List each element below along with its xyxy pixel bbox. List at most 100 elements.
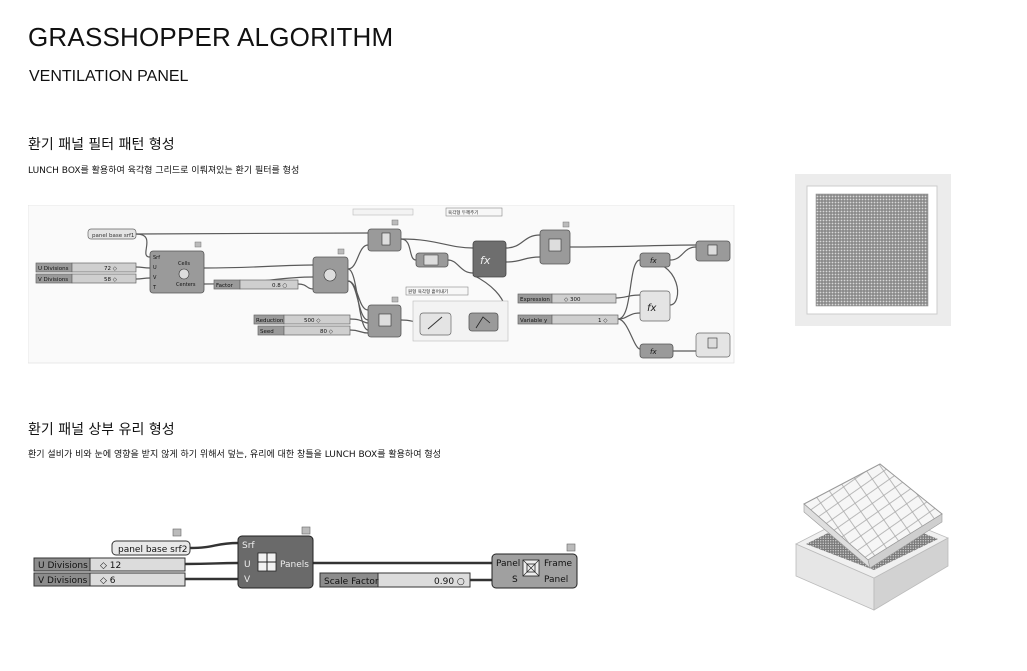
scatter-component[interactable] [419,312,452,336]
surface-param[interactable]: panel base srf1 [87,228,137,240]
reduction-label: Reduction [256,318,284,324]
section1-description: LUNCH BOX를 활용하여 육각형 그리드로 이뤄져있는 환기 필터를 형성 [28,166,300,176]
preview-icon [391,219,399,226]
surface-param-label: panel base srf2 [118,545,187,555]
preview-icon [194,241,202,248]
rect-panels-component[interactable]: Srf U V Panels [237,526,314,589]
u-divisions-value: ◇ 12 [100,561,121,571]
fx-component-lower[interactable]: fx [639,343,674,359]
cells-in-u: U [153,265,157,271]
variable-slider[interactable]: Variable y 1 ◇ [517,314,619,325]
cells-in-t: T [152,285,157,291]
fx-icon: fx [480,254,491,267]
reduction-slider[interactable]: Reduction 500 ◇ [253,314,351,325]
reduction-value: 500 ◇ [304,318,321,324]
frame-in-s: S [512,575,518,585]
seed-label: Seed [260,329,274,335]
graph-icon [423,254,439,266]
scale-icon [323,268,337,282]
u-divisions-slider[interactable]: U Divisions 72 ◇ [35,262,137,273]
grasshopper-canvas-filter[interactable]: panel base srf1 U Divisions 72 ◇ V Divis… [28,205,738,365]
expression-param[interactable]: Expression ◇ 300 [517,293,617,304]
curve-component[interactable] [468,312,499,332]
preview-icon [566,543,576,552]
page-title: GRASSHOPPER ALGORITHM [28,22,394,52]
scale-factor-value: 0.90 ○ [434,577,465,587]
scale-factor-slider[interactable]: Scale Factor 0.90 ○ [319,572,471,588]
extrude-icon [707,337,718,349]
page-subtitle: VENTILATION PANEL [29,68,189,85]
factor-value: 0.8 ○ [272,283,287,289]
extrude-component-upper[interactable] [695,240,731,262]
factor-label: Factor [216,283,234,289]
extrude-icon [707,244,718,256]
section1-title: 환기 패널 필터 패턴 형성 [28,137,175,153]
v-divisions-value: ◇ 6 [100,576,116,586]
fx-icon: fx [650,257,657,265]
seed-slider[interactable]: Seed 80 ◇ [257,325,351,336]
fx-component-upper[interactable]: fx [639,252,671,268]
expression-label: Expression [520,297,550,303]
graph-mapper-component[interactable] [415,252,449,268]
expression-value: ◇ 300 [564,297,581,303]
u-divisions-label: U Divisions [38,561,88,571]
u-divisions-slider[interactable]: U Divisions ◇ 12 [33,557,186,572]
curve-icon [475,316,491,329]
random-icon [378,313,392,327]
scatter-icon [427,316,443,330]
extrude-icon [548,238,562,252]
grid-panel-icon [257,552,277,572]
group1-label: 육각형 두께주기 [448,209,478,216]
section2-title: 환기 패널 상부 유리 형성 [28,422,175,438]
preview-icon [301,526,311,535]
preview-icon [562,221,570,228]
preview-icon [172,528,182,537]
frame-in-panel: Panel [496,559,520,569]
factor-slider[interactable]: Factor 0.8 ○ [213,279,299,290]
surface-param-label: panel base srf1 [92,233,134,239]
v-divisions-label: V Divisions [38,576,88,586]
random-reduce-component[interactable] [367,296,402,338]
glass-roof-render [795,463,949,611]
cells-out-cells: Cells [178,261,190,267]
panels-in-srf: Srf [242,541,255,551]
panels-in-u: U [244,560,251,570]
frame-out-panel: Panel [544,575,568,585]
variable-value: 1 ◇ [598,318,608,324]
frame-icon [522,559,540,577]
offset-component[interactable] [367,219,402,252]
group-hex-thickness: 육각형 두께주기 [352,207,503,217]
wire-group [184,541,492,582]
scale-factor-label: Scale Factor [324,577,379,587]
u-divisions-value: 72 ◇ [104,266,118,272]
group2-label: 원형 육각형 흩어내기 [408,288,448,295]
cells-in-srf: Srf [153,255,160,261]
v-divisions-label: V Divisions [38,277,68,283]
surface-param[interactable]: panel base srf2 [111,528,191,556]
preview-icon [337,248,345,255]
scale-component[interactable] [312,248,349,294]
panels-out: Panels [280,560,309,570]
fx-icon: fx [650,348,657,356]
cells-out-centers: Centers [176,282,196,288]
frame-out-frame: Frame [544,559,573,569]
hexagon-icon [178,268,190,280]
extrude-component-lower[interactable] [695,332,731,358]
v-divisions-slider[interactable]: V Divisions ◇ 6 [33,572,186,587]
offset-icon [381,232,391,246]
filter-panel-render [795,174,951,326]
fx-component-mid[interactable]: fx [639,290,671,322]
section2-description: 환기 설비가 비와 눈에 영향을 받지 않게 하기 위해서 덮는, 유리에 대한… [28,450,441,460]
hex-cells-component[interactable]: Srf U V T Cells Centers [149,241,205,294]
grasshopper-canvas-glass[interactable]: panel base srf2 U Divisions ◇ 12 V Divis… [30,523,590,595]
u-divisions-label: U Divisions [38,266,69,272]
v-divisions-slider[interactable]: V Divisions 58 ◇ [35,273,137,284]
variable-label: Variable y [520,318,548,324]
cells-in-v: V [153,275,157,281]
frame-component[interactable]: Panel S Frame Panel [491,543,578,589]
fx-icon: fx [647,303,657,314]
preview-icon [391,296,399,303]
extrude-component[interactable] [539,221,571,265]
panels-in-v: V [244,575,251,585]
fx-component-top[interactable]: fx [472,240,507,278]
